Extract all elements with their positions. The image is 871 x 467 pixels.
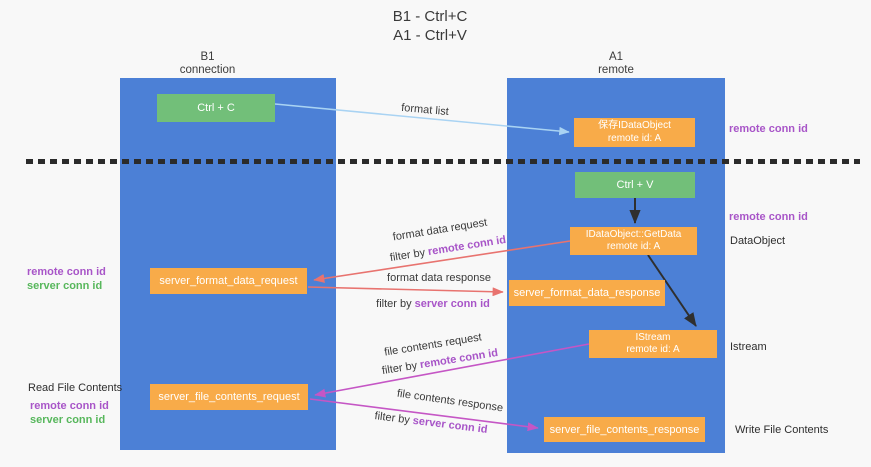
box-server-file-contents-request: server_file_contents_request xyxy=(150,384,308,410)
box-idataobject-getdata-line1: IDataObject::GetData xyxy=(585,228,682,240)
diagram-title: B1 - Ctrl+C A1 - Ctrl+V xyxy=(0,7,860,45)
label-remote-conn-id-left-top: remote conn id xyxy=(27,266,106,278)
column-header-a1-name: A1 xyxy=(608,51,624,63)
title-line-2: A1 - Ctrl+V xyxy=(393,27,467,44)
box-idataobject-getdata-line2: remote id: A xyxy=(606,241,661,252)
box-server-format-data-request-label: server_format_data_request xyxy=(159,275,298,287)
column-header-b1-name: B1 xyxy=(200,51,215,63)
label-dataobject: DataObject xyxy=(730,235,786,247)
label-remote-conn-id-right-mid: remote conn id xyxy=(729,211,808,223)
box-istream-line2: remote id: A xyxy=(626,344,680,355)
box-server-file-contents-request-label: server_file_contents_request xyxy=(158,391,300,403)
label-filter-by-server-1: filter by server conn id xyxy=(373,298,493,310)
label-filter-by-server-2: filter by server conn id xyxy=(370,410,493,437)
label-file-contents-response: file contents response xyxy=(396,387,504,415)
column-header-a1: A1 remote xyxy=(507,51,725,77)
box-save-idataobject-line2: remote id: A xyxy=(607,132,662,144)
label-istream: Istream xyxy=(730,341,767,353)
label-format-list: format list xyxy=(400,101,450,119)
box-save-idataobject-line1: 保存IDataObject xyxy=(598,120,671,131)
box-ctrl-v: Ctrl + V xyxy=(575,172,695,198)
label-remote-conn-id-left-bottom: remote conn id xyxy=(30,400,109,412)
label-format-data-response: format data response xyxy=(387,272,491,284)
box-ctrl-c: Ctrl + C xyxy=(157,94,275,122)
box-ctrl-c-label: Ctrl + C xyxy=(197,102,235,114)
box-server-format-data-request: server_format_data_request xyxy=(150,268,307,294)
label-filter-by-text: filter by xyxy=(376,298,415,310)
box-server-format-data-response-label: server_format_data_response xyxy=(513,287,661,299)
column-header-b1: B1 connection xyxy=(130,51,285,77)
label-server-conn-id-inline: server conn id xyxy=(414,298,490,310)
column-header-b1-role: connection xyxy=(179,64,236,76)
label-write-file-contents: Write File Contents xyxy=(735,424,829,436)
format-data-response-arrow xyxy=(307,286,504,297)
phase-separator-dashed-line xyxy=(26,159,860,164)
title-line-1: B1 - Ctrl+C xyxy=(392,8,468,25)
label-remote-conn-id-inline: remote conn id xyxy=(427,233,507,259)
box-ctrl-v-label: Ctrl + V xyxy=(616,179,654,191)
box-server-format-data-response: server_format_data_response xyxy=(509,280,665,306)
box-server-file-contents-response: server_file_contents_response xyxy=(544,417,705,442)
box-istream-line1: IStream xyxy=(635,331,671,343)
label-server-conn-id-left-bottom: server conn id xyxy=(30,414,106,426)
label-read-file-contents: Read File Contents xyxy=(28,382,123,394)
label-filter-by-text: filter by xyxy=(373,410,414,427)
column-header-a1-role: remote xyxy=(598,64,634,76)
label-server-conn-id-left-top: server conn id xyxy=(27,280,103,292)
box-idataobject-getdata: IDataObject::GetData remote id: A xyxy=(570,227,697,255)
label-remote-conn-id-right-top: remote conn id xyxy=(729,123,808,135)
box-istream: IStream remote id: A xyxy=(589,330,717,358)
label-filter-by-text: filter by xyxy=(381,359,422,378)
label-filter-by-text: filter by xyxy=(389,246,430,265)
box-server-file-contents-response-label: server_file_contents_response xyxy=(549,423,700,436)
label-server-conn-id-inline: server conn id xyxy=(412,414,489,436)
box-save-idataobject: 保存IDataObject remote id: A xyxy=(574,118,695,147)
